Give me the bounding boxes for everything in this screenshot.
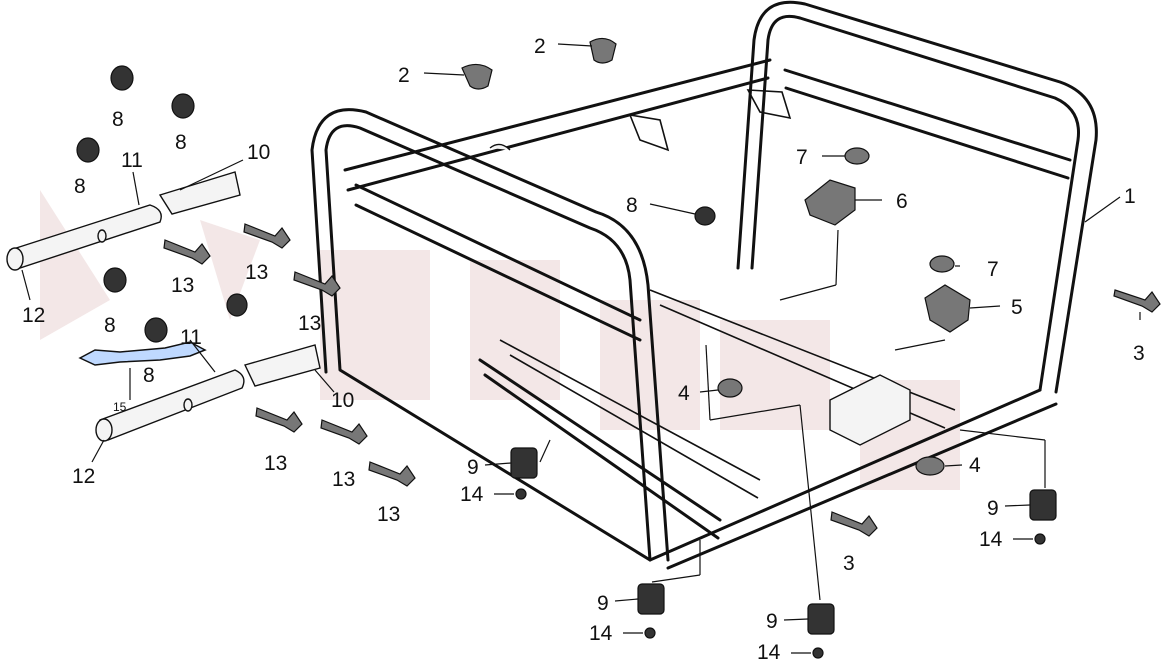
leader-lines	[21, 43, 1141, 601]
callout-9: 9	[766, 610, 778, 633]
callout-8: 8	[143, 364, 155, 387]
handle-lower	[95, 369, 245, 442]
callout-14: 14	[979, 528, 1003, 551]
callout-4: 4	[969, 454, 981, 477]
callout-3: 3	[843, 552, 855, 575]
bracket-lower	[244, 344, 321, 387]
callout-8: 8	[175, 131, 187, 154]
rubber-mount-icon	[510, 447, 1057, 635]
callout-9: 9	[987, 497, 999, 520]
callout-13: 13	[332, 468, 355, 491]
callout-7: 7	[796, 146, 808, 169]
grommet-icon	[461, 37, 955, 476]
main-frame	[310, 0, 1098, 570]
callout-5: 5	[1011, 296, 1023, 319]
bracket-upper	[158, 171, 241, 215]
callout-10: 10	[331, 389, 354, 412]
callout-12: 12	[22, 304, 45, 327]
callout-8: 8	[112, 108, 124, 131]
callout-9: 9	[597, 592, 609, 615]
callout-13: 13	[264, 452, 287, 475]
bolt-icon	[163, 223, 1161, 537]
callout-8: 8	[74, 175, 86, 198]
screw-icon	[515, 488, 1046, 659]
callout-15: 15	[113, 400, 127, 414]
callout-13: 13	[245, 261, 268, 284]
callout-8: 8	[104, 314, 116, 337]
callout-3: 3	[1133, 342, 1145, 365]
callout-8: 8	[626, 194, 638, 217]
sensor-bracket	[804, 179, 971, 333]
callout-13: 13	[171, 274, 194, 297]
callout-9: 9	[467, 456, 479, 479]
callout-6: 6	[896, 190, 908, 213]
callout-11: 11	[180, 326, 202, 349]
callout-2: 2	[534, 35, 546, 58]
nut-icon	[76, 65, 248, 343]
callout-7: 7	[987, 258, 999, 281]
callout-11: 11	[121, 149, 143, 172]
callout-12: 12	[72, 465, 95, 488]
callout-10: 10	[247, 141, 270, 164]
bent-strap-15	[78, 341, 207, 366]
callout-1: 1	[1124, 185, 1136, 208]
callout-13: 13	[298, 312, 321, 335]
callout-labels: 1 2 2 3 3 4 4 5 6 7 7 8 8 8 8 8 8 9 9 9 …	[22, 35, 1145, 664]
callout-14: 14	[757, 641, 781, 664]
callout-2: 2	[398, 64, 410, 87]
handle-upper	[6, 204, 162, 271]
arrow-icon	[484, 462, 1033, 654]
callout-4: 4	[678, 382, 690, 405]
callout-14: 14	[589, 622, 613, 645]
callout-14: 14	[460, 483, 484, 506]
callout-13: 13	[377, 503, 400, 526]
